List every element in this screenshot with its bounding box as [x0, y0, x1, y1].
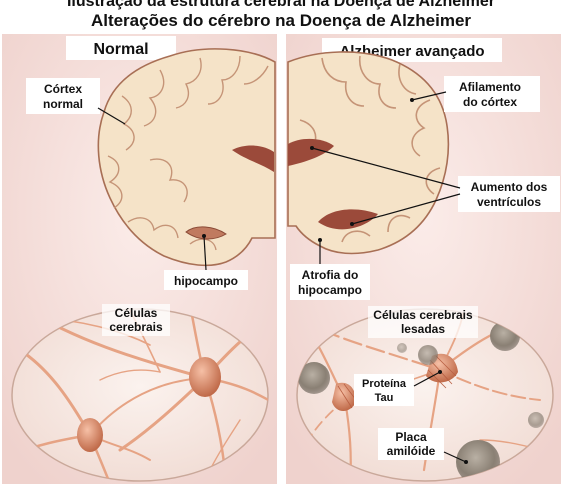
plaque-label-2: amilóide — [387, 444, 436, 458]
left-cells-label-1: Células — [115, 306, 158, 320]
left-cortex-label-2: normal — [43, 97, 83, 111]
tau-label-1: Proteína — [362, 378, 407, 390]
right-cells-label-2: lesadas — [401, 322, 445, 336]
plaque-label-1: Placa — [395, 430, 427, 444]
ventricles-label-1: Aumento dos — [471, 180, 548, 194]
atrophy-label-1: Atrofia do — [302, 268, 359, 282]
page-title: Alterações do cérebro na Doença de Alzhe… — [91, 11, 471, 30]
atrophy-label-2: hipocampo — [298, 283, 362, 297]
title-cut-off: Ilustração da estrutura cerebral na Doen… — [67, 0, 495, 10]
tau-label-2: Tau — [375, 392, 394, 404]
left-panel-heading: Normal — [93, 41, 148, 58]
hippocampus-label: hipocampo — [174, 274, 238, 288]
ventricles-label-2: ventrículos — [477, 195, 541, 209]
right-cortex-label-2: do córtex — [463, 95, 517, 109]
left-cells-label-2: cerebrais — [109, 320, 163, 334]
left-cortex-label-1: Córtex — [44, 82, 82, 96]
right-cortex-label-1: Afilamento — [459, 80, 521, 94]
right-cells-label-1: Células cerebrais — [373, 308, 473, 322]
panel-divider — [277, 34, 286, 486]
